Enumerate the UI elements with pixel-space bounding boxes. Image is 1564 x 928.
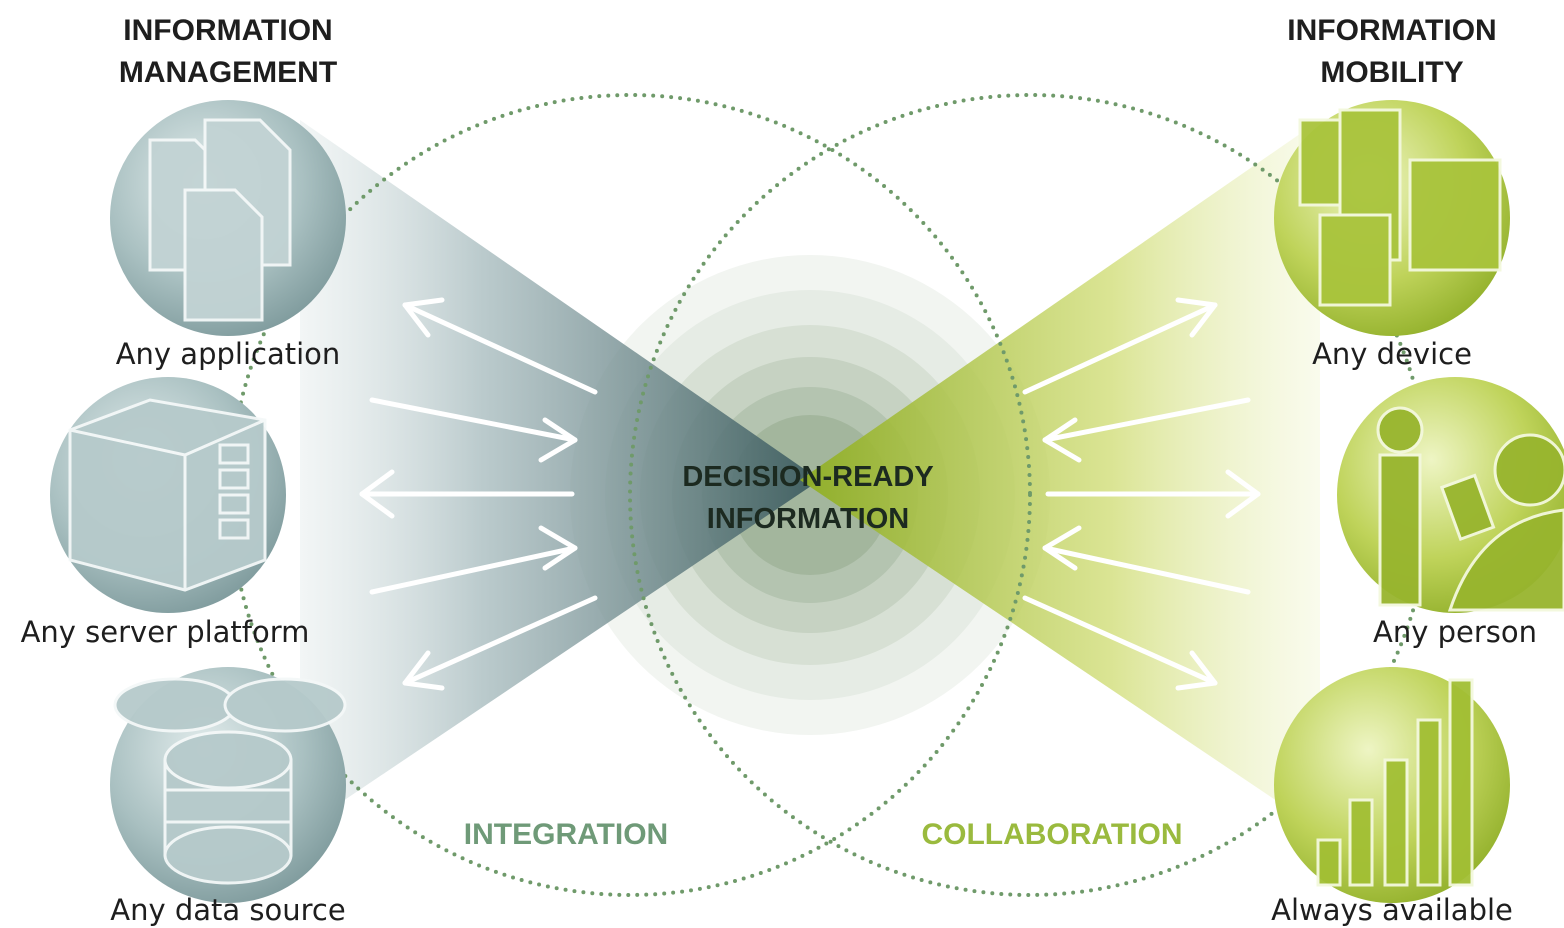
arrow-left-4 [369,525,578,595]
database-icon-glyph [113,677,347,885]
devices-icon-glyph [1298,108,1502,307]
arrow-right-2 [1042,397,1251,463]
center-line2: INFORMATION [707,503,909,535]
left-arrows [359,297,598,691]
left-heading-line2: MANAGEMENT [119,56,337,89]
person-label: Any person [1373,615,1537,649]
arrow-left-5 [402,595,598,691]
documents-icon-glyph [148,118,292,322]
integration-label: INTEGRATION [464,818,668,851]
arrow-left-1 [402,297,598,395]
right-arrows [1022,297,1261,691]
device-label: Any device [1312,337,1472,371]
server-platform-label: Any server platform [21,615,310,649]
data-source-label: Any data source [110,893,345,927]
server-node: Any server platform [21,377,310,649]
arrow-right-5 [1022,595,1218,691]
server-icon-glyph [68,398,267,592]
right-heading-line2: MOBILITY [1320,56,1463,89]
arrow-right-3 [1045,469,1261,519]
integration-circle [228,93,1032,897]
always-available-label: Always available [1271,893,1513,927]
center-line1: DECISION-READY [682,461,933,493]
arrow-left-2 [369,397,578,463]
collaboration-label: COLLABORATION [921,818,1182,851]
device-node: Any device [1274,100,1510,371]
arrow-right-4 [1042,525,1251,595]
person-node: Any person [1337,377,1564,649]
data-source-node: Any data source [110,667,347,927]
right-heading-line1: INFORMATION [1287,14,1496,47]
application-node: Any application [110,100,346,371]
application-label: Any application [116,337,341,371]
arrow-right-1 [1022,297,1218,395]
availability-node: Always available [1271,667,1513,927]
arrow-left-3 [359,469,575,519]
left-heading-line1: INFORMATION [123,14,332,47]
bar-chart-icon-glyph [1316,678,1474,887]
people-icon-glyph [1376,406,1564,612]
